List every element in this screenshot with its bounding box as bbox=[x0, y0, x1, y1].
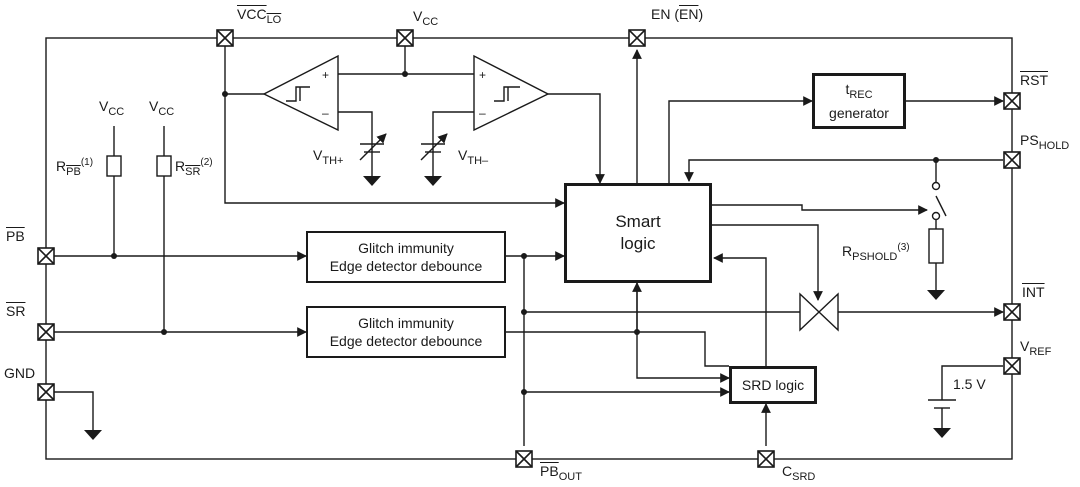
resistor-sr bbox=[156, 155, 172, 177]
wire-pshold bbox=[684, 159, 1003, 182]
label-rpshold: RPSHOLD(3) bbox=[842, 242, 910, 263]
hysteresis-icon-2 bbox=[494, 86, 520, 102]
label-pb: PB bbox=[6, 228, 25, 244]
label-rsr: RSR(2) bbox=[175, 157, 213, 178]
srd-logic-block: SRD logic bbox=[729, 366, 817, 404]
pin-gnd-icon bbox=[37, 383, 55, 401]
wire-switch-ctrl bbox=[712, 204, 928, 215]
glitch-1-line2: Edge detector debounce bbox=[329, 258, 483, 274]
label-vref: VREF bbox=[1020, 338, 1052, 358]
wire-srd-smart bbox=[713, 253, 767, 366]
label-rst: RST bbox=[1020, 72, 1048, 88]
label-vth-minus: VTH– bbox=[458, 147, 489, 167]
glitch-2-line1: Glitch immunity bbox=[358, 315, 454, 331]
smart-logic-block: Smart logic bbox=[564, 183, 712, 283]
wire-comp2-out bbox=[548, 93, 605, 184]
label-vcc-pin: VCC bbox=[413, 8, 439, 28]
junction-dots bbox=[111, 71, 939, 395]
trec-line2: generator bbox=[829, 104, 889, 121]
pin-csrd-icon bbox=[757, 450, 775, 468]
label-int: INT bbox=[1022, 284, 1045, 300]
switch-contact-top bbox=[931, 181, 941, 191]
glitch-2-line2: Edge detector debounce bbox=[329, 333, 483, 349]
ground-icon-vref bbox=[933, 428, 951, 438]
wire-gnd bbox=[46, 391, 94, 430]
smart-logic-line1: Smart bbox=[615, 212, 661, 231]
wire-vth-plus bbox=[338, 111, 373, 176]
wire-tgate-ctrl bbox=[712, 224, 823, 301]
wire-vref bbox=[941, 365, 1003, 400]
ground-icon-vth-plus bbox=[363, 176, 381, 186]
pin-vref-icon bbox=[1003, 357, 1021, 375]
pin-pbout-icon bbox=[515, 450, 533, 468]
switch-contact-bottom bbox=[931, 211, 941, 221]
label-sr: SR bbox=[6, 303, 26, 319]
vth-minus-adjust-icon bbox=[420, 133, 448, 161]
transmission-gate bbox=[799, 292, 839, 332]
trec-title: tREC bbox=[845, 81, 873, 101]
comparator-1 bbox=[262, 54, 339, 132]
comp1-minus-sign: – bbox=[322, 106, 329, 120]
label-vcclo: VCCLO bbox=[237, 6, 282, 26]
ground-icon-rpshold bbox=[927, 290, 945, 300]
resistor-pshold bbox=[928, 228, 944, 264]
label-en: EN (EN) bbox=[651, 6, 704, 22]
switch-blade bbox=[935, 195, 947, 217]
label-csrd: CSRD bbox=[782, 463, 816, 483]
label-pshold: PSHOLD bbox=[1020, 132, 1070, 152]
pin-pshold-icon bbox=[1003, 151, 1021, 169]
comparator-2 bbox=[473, 54, 550, 132]
label-ref-voltage: 1.5 V bbox=[953, 376, 986, 392]
label-vcc-pullup-1: VCC bbox=[99, 98, 125, 118]
glitch-immunity-block-2: Glitch immunity Edge detector debounce bbox=[306, 306, 506, 358]
wire-smart-srd bbox=[636, 283, 730, 383]
label-pbout: PBOUT bbox=[540, 463, 582, 483]
pin-vcc-icon bbox=[396, 29, 414, 47]
pin-pb-icon bbox=[37, 247, 55, 265]
srd-logic-label: SRD logic bbox=[741, 377, 805, 393]
smart-logic-line2: logic bbox=[620, 234, 656, 253]
glitch-immunity-block-1: Glitch immunity Edge detector debounce bbox=[306, 231, 506, 283]
pin-sr-icon bbox=[37, 323, 55, 341]
label-vcc-pullup-2: VCC bbox=[149, 98, 175, 118]
label-vth-plus: VTH+ bbox=[313, 147, 344, 167]
comp2-plus-sign: + bbox=[479, 68, 486, 82]
pin-vcclo-icon bbox=[216, 29, 234, 47]
ground-icon-vth-minus bbox=[424, 176, 442, 186]
comp1-plus-sign: + bbox=[322, 68, 329, 82]
label-rpb: RPB(1) bbox=[56, 157, 94, 178]
comp2-minus-sign: – bbox=[479, 106, 486, 120]
pin-rst-icon bbox=[1003, 92, 1021, 110]
glitch-1-line1: Glitch immunity bbox=[358, 240, 454, 256]
hysteresis-icon-1 bbox=[286, 86, 310, 102]
ground-icon-gnd bbox=[84, 430, 102, 440]
trec-generator-block: tREC generator bbox=[812, 73, 906, 129]
resistor-pb bbox=[106, 155, 122, 177]
pin-en-icon bbox=[628, 29, 646, 47]
wire-vcclo-to-logic bbox=[224, 94, 565, 208]
wire-to-trec bbox=[668, 96, 813, 183]
wire-sr-srd bbox=[637, 331, 729, 367]
vth-plus-adjust-icon bbox=[359, 133, 387, 161]
label-gnd: GND bbox=[4, 365, 36, 381]
pin-int-icon bbox=[1003, 303, 1021, 321]
wire-vth-minus bbox=[432, 111, 474, 176]
